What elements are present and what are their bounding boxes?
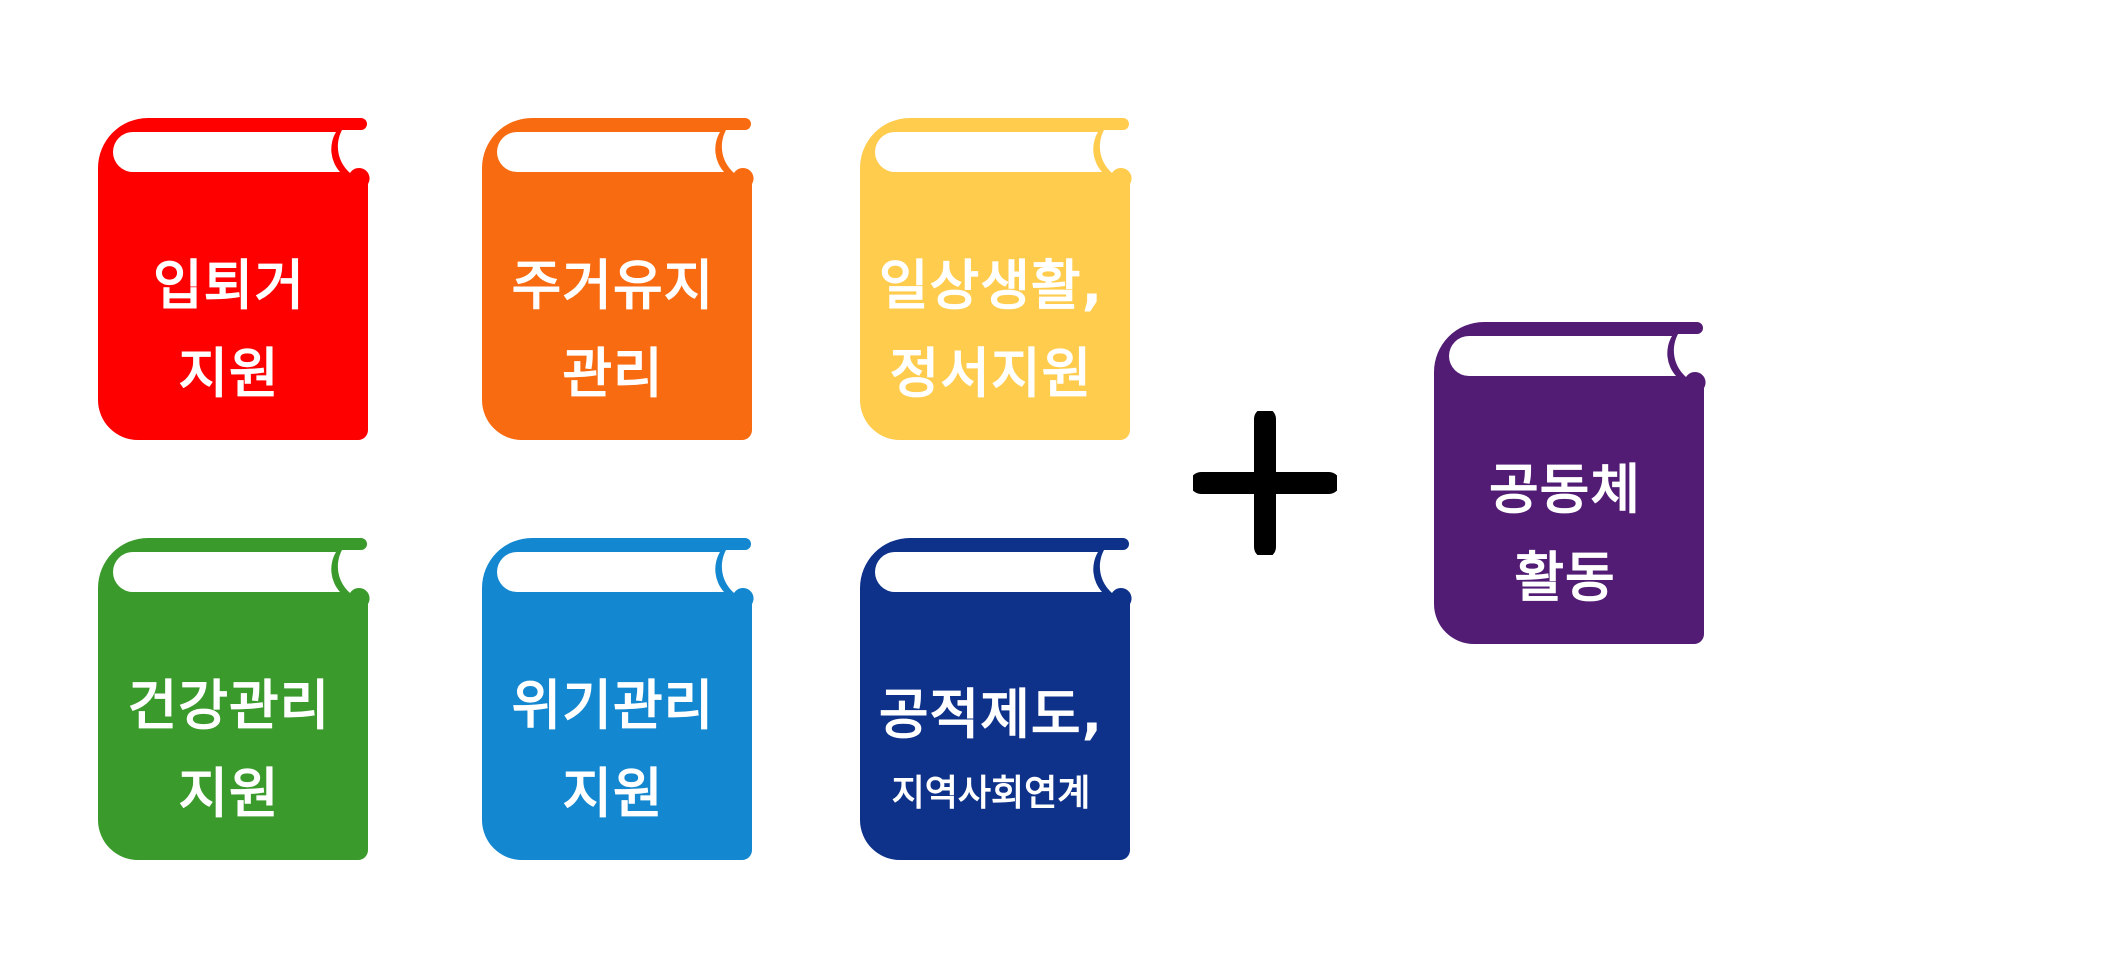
book-label-line-2: 지원 xyxy=(178,342,280,405)
book-health: 건강관리 지원 xyxy=(98,538,370,860)
book-label-line-2: 지원 xyxy=(178,762,280,825)
book-icon xyxy=(860,538,1132,860)
book-label: 일상생활, 정서지원 xyxy=(860,224,1122,436)
book-label: 공적제도, 지역사회연계 xyxy=(860,644,1122,856)
book-label: 위기관리 지원 xyxy=(482,644,744,856)
book-label: 공동체 활동 xyxy=(1434,428,1696,640)
book-icon xyxy=(860,118,1132,440)
book-label-line-1: 일상생활, xyxy=(878,254,1104,317)
book-icon xyxy=(98,538,370,860)
book-housing: 주거유지 관리 xyxy=(482,118,754,440)
book-label-line-1: 공동체 xyxy=(1488,458,1642,521)
book-label-line-1: 공적제도, xyxy=(878,683,1104,746)
book-label: 입퇴거 지원 xyxy=(98,224,360,436)
book-icon xyxy=(482,118,754,440)
book-label-line-1: 입퇴거 xyxy=(152,254,306,317)
book-public-system: 공적제도, 지역사회연계 xyxy=(860,538,1132,860)
book-label-line-1: 건강관리 xyxy=(127,674,331,737)
book-label-line-1: 주거유지 xyxy=(511,254,715,317)
book-community: 공동체 활동 xyxy=(1434,322,1706,644)
book-icon xyxy=(98,118,370,440)
book-label-line-1: 위기관리 xyxy=(511,674,715,737)
book-label-line-2: 활동 xyxy=(1514,546,1616,609)
book-crisis: 위기관리 지원 xyxy=(482,538,754,860)
book-label-line-2: 지원 xyxy=(562,762,664,825)
plus-icon xyxy=(1190,408,1340,558)
book-icon xyxy=(482,538,754,860)
book-move-in-out: 입퇴거 지원 xyxy=(98,118,370,440)
book-label: 건강관리 지원 xyxy=(98,644,360,856)
book-icon xyxy=(1434,322,1706,644)
book-label: 주거유지 관리 xyxy=(482,224,744,436)
book-label-line-2: 관리 xyxy=(562,342,664,405)
book-label-line-2: 지역사회연계 xyxy=(891,773,1091,814)
book-daily-life: 일상생활, 정서지원 xyxy=(860,118,1132,440)
book-label-line-2: 정서지원 xyxy=(889,342,1093,405)
